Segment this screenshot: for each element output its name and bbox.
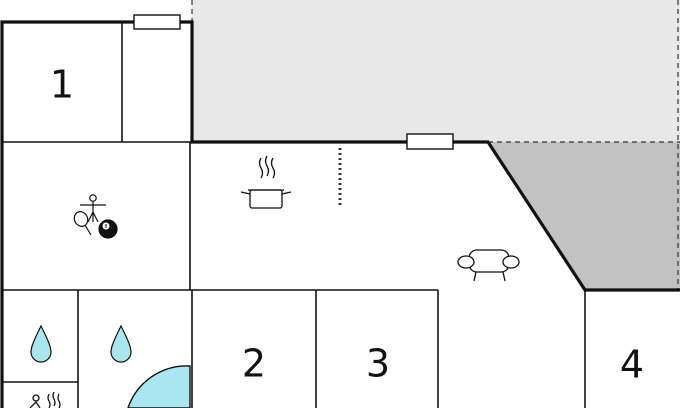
window — [406, 133, 454, 150]
svg-text:8: 8 — [104, 224, 107, 230]
interior-walls — [2, 22, 586, 408]
terrace-area — [192, 0, 680, 142]
pool-icon — [127, 365, 191, 408]
sofa-icon — [457, 249, 520, 282]
window — [133, 14, 181, 30]
kitchen-pot-icon — [240, 155, 292, 209]
water-drop-icon — [110, 324, 132, 363]
room-number-1: 1 — [50, 63, 74, 107]
game-room-icon: 8 — [73, 194, 118, 239]
room-number-2: 2 — [242, 342, 266, 386]
room-number-3: 3 — [366, 342, 390, 386]
water-drop-icon — [30, 324, 52, 363]
room-number-4: 4 — [620, 343, 644, 387]
covered-terrace-area — [488, 142, 680, 290]
sauna-icon — [29, 391, 61, 408]
